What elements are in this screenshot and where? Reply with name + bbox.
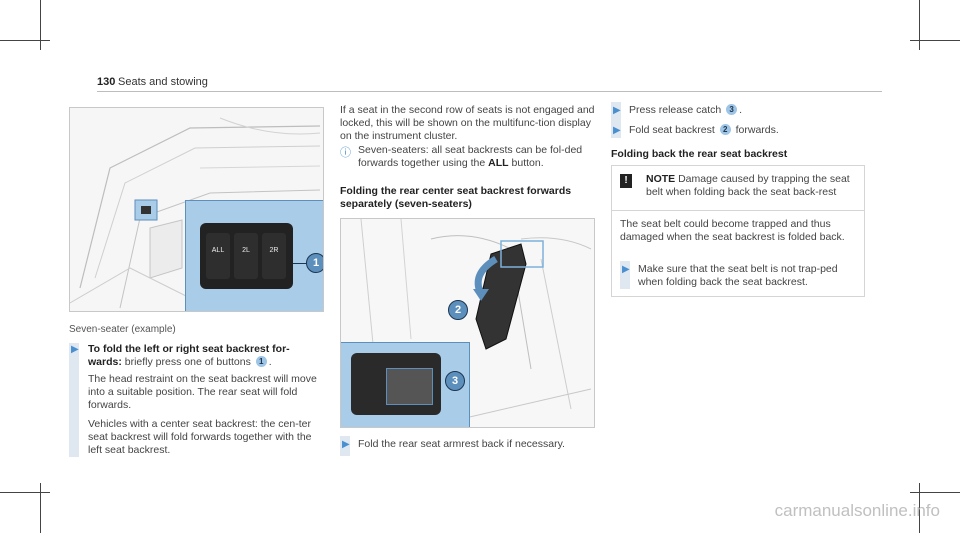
callout-3: 3 <box>445 371 465 391</box>
watermark: carmanualsonline.info <box>774 501 940 520</box>
step-text-end: . <box>739 104 743 116</box>
step-fold-armrest: Fold the rear seat armrest back if neces… <box>358 438 565 450</box>
step-fold-backrest: To fold the left or right seat backrest … <box>88 343 323 369</box>
callout-2: 2 <box>448 300 468 320</box>
button-2l-label: 2L <box>242 247 250 254</box>
step-sidebar <box>340 436 350 456</box>
note-box: ! NOTE Damage caused by trapping the sea… <box>611 165 865 297</box>
callout-badge-3: 3 <box>726 104 738 115</box>
info-text: Seven-seaters: all seat backrests can be… <box>358 144 583 169</box>
step-text: briefly press one of buttons <box>121 356 254 368</box>
note-step: Make sure that the seat belt is not trap… <box>638 263 838 288</box>
button-detail-inset: ALL 2L 2R 1 <box>185 200 323 311</box>
crop-mark <box>919 0 920 50</box>
crop-mark <box>0 492 50 493</box>
heading-fold-back: Folding back the rear seat backrest <box>611 148 788 160</box>
release-catch <box>386 368 433 405</box>
step-text-end: forwards. <box>732 124 779 136</box>
note-title: NOTE Damage caused by trapping the seat … <box>646 173 858 199</box>
paragraph-seat-not-engaged: If a seat in the second row of seats is … <box>340 104 595 142</box>
note-title-text: Damage caused by trapping the seat belt … <box>646 173 850 198</box>
info-seven-seaters: Seven-seaters: all seat backrests can be… <box>358 144 595 170</box>
figure-caption: Seven-seater (example) <box>69 324 176 335</box>
header-divider <box>97 91 882 92</box>
step-fold-forwards: Fold seat backrest 2 forwards. <box>629 124 869 137</box>
callout-1: 1 <box>306 253 323 273</box>
callout-badge-1: 1 <box>255 356 267 367</box>
button-2r-label: 2R <box>269 247 279 254</box>
page-number: 130 <box>97 76 116 88</box>
callout-badge-2: 2 <box>719 124 731 135</box>
button-all: ALL <box>206 233 230 279</box>
step-arrow-icon: ▶ <box>613 125 621 136</box>
step-text: Press release catch <box>629 104 725 116</box>
step-sidebar <box>69 343 79 457</box>
callout-line <box>293 263 307 264</box>
step-arrow-icon: ▶ <box>342 439 350 450</box>
step-sidebar <box>611 102 621 138</box>
figure-rear-seat: 2 3 <box>340 218 595 428</box>
step-bold: To fold the left or right seat backrest … <box>88 343 290 368</box>
button-2l: 2L <box>234 233 258 279</box>
info-bold-all: ALL <box>488 157 509 169</box>
step-arrow-icon: ▶ <box>622 264 630 275</box>
heading-center-backrest: Folding the rear center seat backrest fo… <box>340 185 572 210</box>
note-step-sidebar <box>620 261 630 289</box>
seat-button-panel: ALL 2L 2R <box>200 223 293 289</box>
info-text-end: button. <box>508 157 544 169</box>
paragraph-head-restraint: The head restraint on the seat backrest … <box>88 373 317 411</box>
note-header: ! NOTE Damage caused by trapping the sea… <box>612 166 864 211</box>
crop-mark <box>910 40 960 41</box>
button-all-label: ALL <box>211 247 225 254</box>
section-title: Seats and stowing <box>118 76 208 88</box>
step-arrow-icon: ▶ <box>613 105 621 116</box>
crop-mark <box>910 492 960 493</box>
info-icon: ⓘ <box>340 147 351 159</box>
paragraph-center-backrest: Vehicles with a center seat backrest: th… <box>88 418 312 456</box>
step-text-end: . <box>268 356 272 368</box>
note-label: NOTE <box>646 173 676 185</box>
crop-mark <box>0 40 50 41</box>
warning-icon: ! <box>620 174 632 188</box>
step-arrow-icon: ▶ <box>71 344 79 355</box>
step-text: Fold seat backrest <box>629 124 718 136</box>
step-press-release: Press release catch 3. <box>629 104 869 117</box>
release-catch-inset <box>341 342 470 427</box>
figure-cargo-area: ALL 2L 2R 1 <box>69 107 324 312</box>
note-text: The seat belt could become trapped and t… <box>620 218 845 243</box>
crop-mark <box>40 0 41 50</box>
crop-mark <box>40 483 41 533</box>
button-2r: 2R <box>262 233 286 279</box>
crop-mark <box>919 483 920 533</box>
